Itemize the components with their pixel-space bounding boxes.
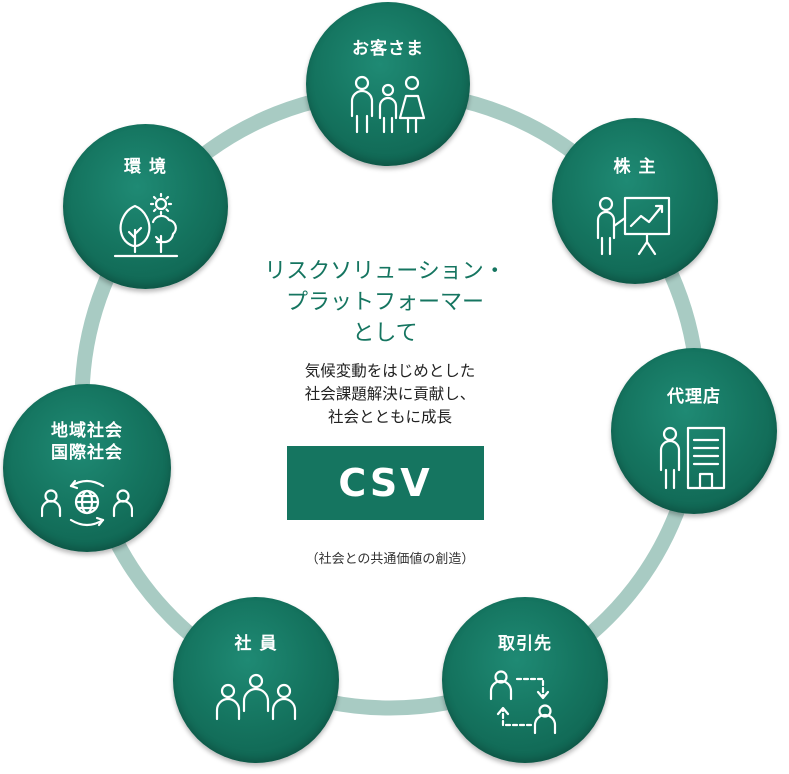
node-employees-label: 社 員 <box>234 634 278 654</box>
exchange-people-icon <box>489 670 557 735</box>
node-agents-label: 代理店 <box>667 387 721 407</box>
node-customers: お客さま <box>306 2 470 166</box>
node-customers-label: お客さま <box>352 39 424 59</box>
node-agents: 代理店 <box>611 348 777 514</box>
person-building-icon <box>659 426 726 490</box>
csv-note: （社会との共通価値の創造） <box>305 552 475 567</box>
node-partners-label: 取引先 <box>498 634 552 654</box>
center-subtitle: 気候変動をはじめとした 社会課題解決に貢献し、 社会とともに成長 <box>304 362 476 426</box>
csv-badge: CSV <box>287 446 484 520</box>
node-shareholders-label: 株 主 <box>613 157 657 177</box>
globe-people-icon <box>41 479 133 527</box>
node-employees: 社 員 <box>173 597 339 763</box>
group-people-icon <box>215 673 297 721</box>
presentation-chart-icon <box>596 196 671 256</box>
node-environment: 環 境 <box>63 124 228 289</box>
node-partners: 取引先 <box>442 597 608 763</box>
center-title: リスクソリューション・ プラットフォーマー として <box>264 259 506 346</box>
node-environment-label: 環 境 <box>124 157 167 177</box>
node-community: 地域社会 国際社会 <box>3 384 171 552</box>
node-community-label: 地域社会 国際社会 <box>51 421 123 463</box>
trees-sun-icon <box>113 192 178 258</box>
node-shareholders: 株 主 <box>552 118 718 284</box>
people-family-icon <box>350 75 426 134</box>
